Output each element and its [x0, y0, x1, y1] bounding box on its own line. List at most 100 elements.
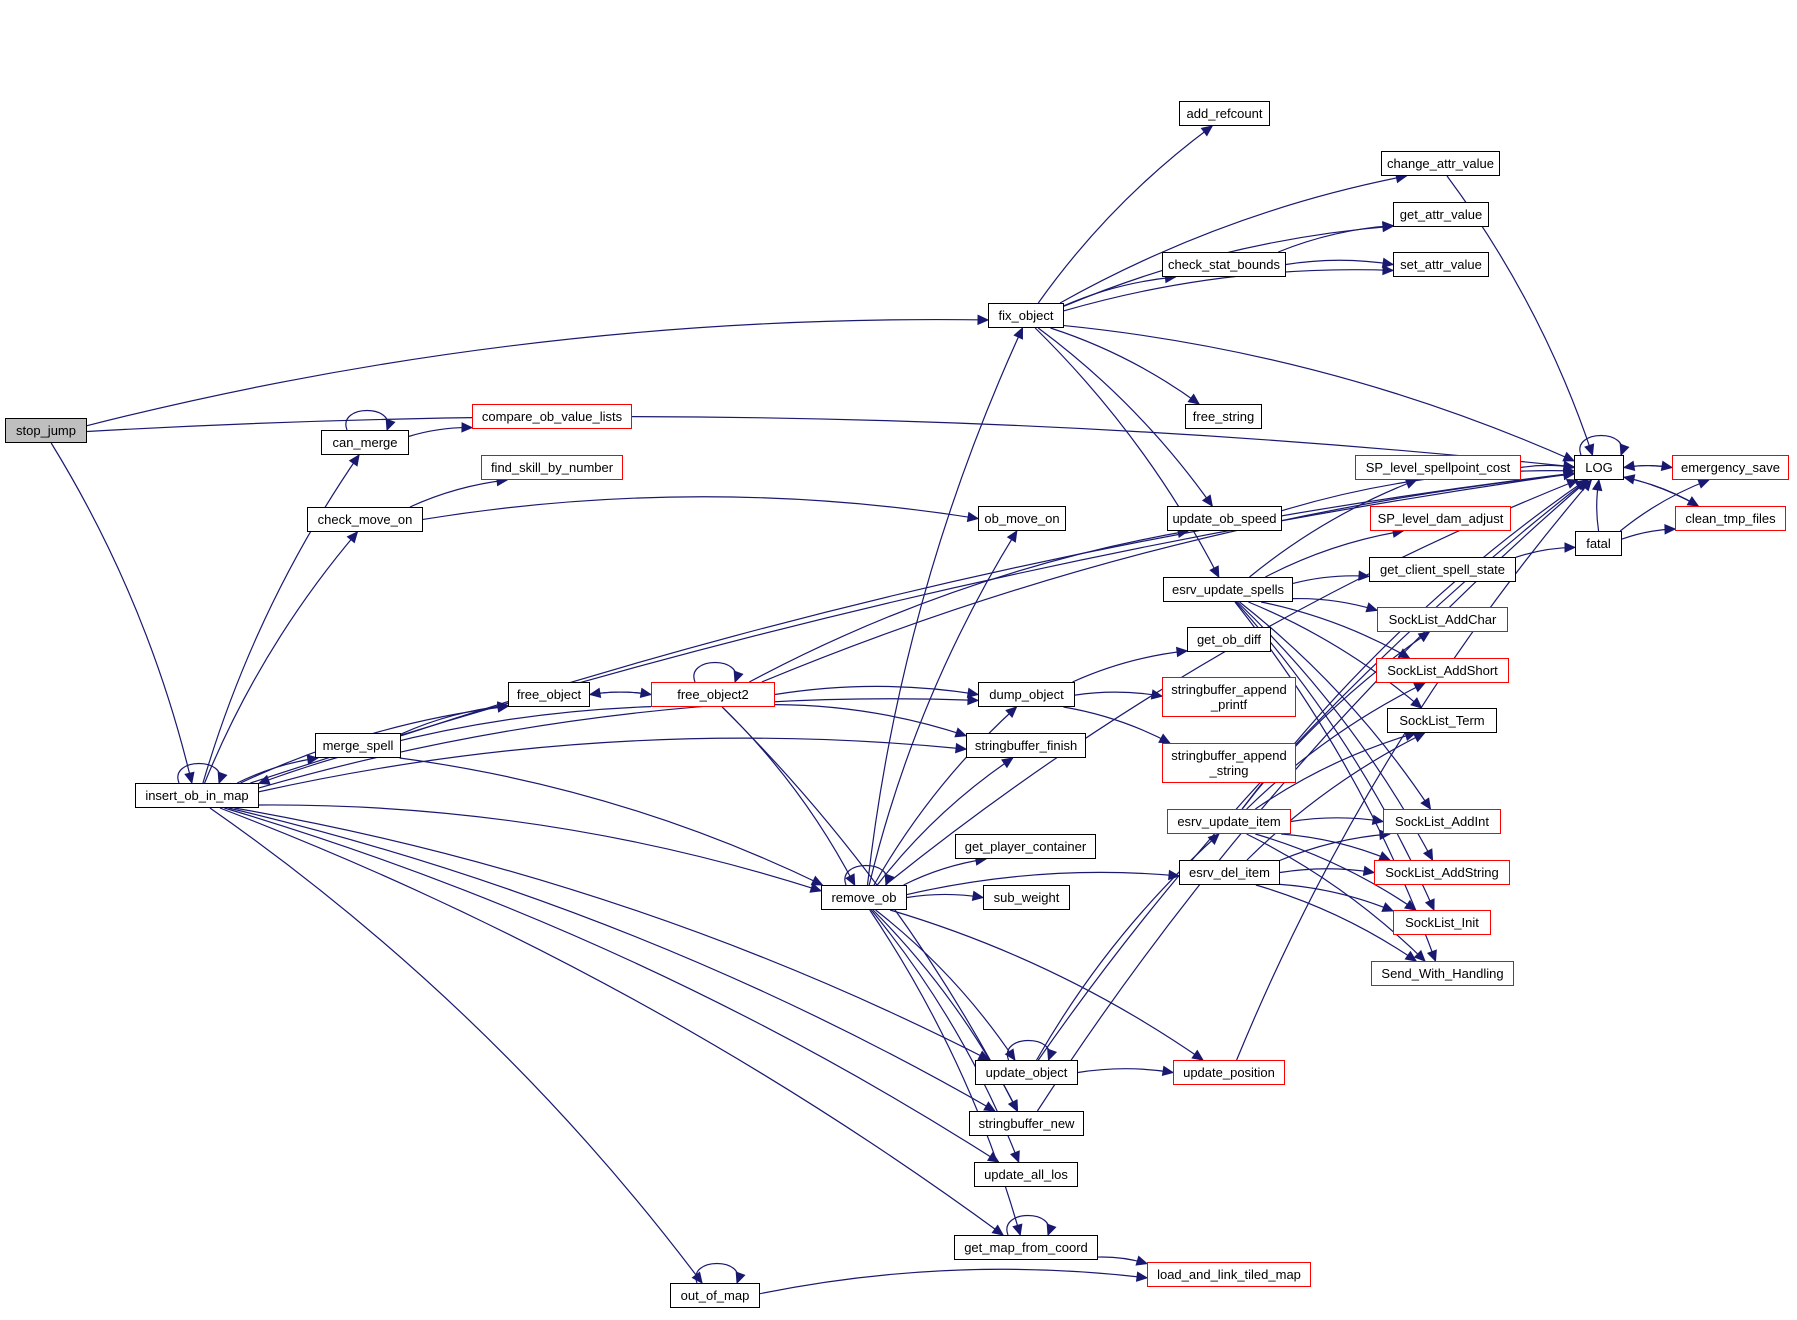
node-update-ob-speed[interactable]: update_ob_speed: [1167, 506, 1282, 531]
node-get-attr-value[interactable]: get_attr_value: [1393, 202, 1489, 227]
node-out-of-map[interactable]: out_of_map: [670, 1283, 760, 1308]
edge-fix-object-to-add-refcount-arrowhead: [1200, 125, 1214, 137]
node-update-position[interactable]: update_position: [1173, 1060, 1285, 1085]
edge-insert-ob-in-map-to-merge-spell-arrowhead: [306, 754, 319, 765]
node-fix-object[interactable]: fix_object: [988, 303, 1064, 328]
edge-insert-ob-in-map-to-check-move-on-arrowhead: [346, 531, 359, 544]
node-emergency-save[interactable]: emergency_save: [1672, 455, 1789, 480]
node-compare-ob-value-lists[interactable]: compare_ob_value_lists: [472, 404, 632, 429]
node-stringbuffer-new[interactable]: stringbuffer_new: [969, 1111, 1084, 1136]
edge-insert-ob-in-map-to-remove-ob-arrowhead: [809, 882, 823, 893]
edge-fix-object-to-set-attr-value-arrowhead: [1382, 264, 1395, 276]
edge-esrv-update-spells-to-get-client-spell-state-arrowhead: [1358, 570, 1371, 581]
edge-remove-ob-to-stringbuffer-new-arrowhead: [1008, 1099, 1019, 1113]
edge-clean-tmp-files-to-log: [1623, 476, 1699, 507]
edge-update-position-to-log-arrowhead: [1580, 479, 1593, 492]
edge-esrv-update-spells-to-sp-level-spellpoint-cost-arrowhead: [1404, 478, 1418, 489]
node-esrv-update-spells[interactable]: esrv_update_spells: [1163, 577, 1293, 602]
edge-fix-object-to-update-ob-speed-arrowhead: [1201, 494, 1213, 507]
edge-esrv-update-spells-to-socklist-addshort: [1260, 601, 1410, 659]
edge-dump-object-to-stringbuffer-append-string-arrowhead: [1158, 733, 1171, 744]
edge-esrv-del-item-to-socklist-init: [1279, 883, 1394, 912]
edge-change-attr-value-to-log-arrowhead: [1584, 443, 1595, 457]
edge-get-map-from-coord-to-load-and-link-tiled-map-arrowhead: [1135, 1255, 1149, 1266]
edge-get-client-spell-state-to-fatal-arrowhead: [1564, 542, 1577, 553]
edge-dump-object-to-stringbuffer-append-printf-arrowhead: [1150, 689, 1164, 700]
node-esrv-del-item[interactable]: esrv_del_item: [1179, 860, 1280, 885]
edge-insert-ob-in-map-to-stringbuffer-new-arrowhead: [983, 1101, 996, 1112]
edge-sp-level-spellpoint-cost-to-log-arrowhead: [1562, 460, 1576, 472]
edge-insert-ob-in-map-to-stringbuffer-new: [228, 807, 996, 1112]
node-sp-level-dam-adjust[interactable]: SP_level_dam_adjust: [1370, 506, 1511, 531]
edge-esrv-del-item-to-send-with-handling: [1255, 884, 1417, 962]
edge-remove-ob-to-sub-weight-arrowhead: [971, 890, 985, 902]
node-get-player-container[interactable]: get_player_container: [955, 834, 1096, 859]
node-can-merge[interactable]: can_merge: [321, 430, 409, 455]
edge-free-object2-to-insert-ob-in-map: [258, 706, 652, 784]
node-socklist-addint[interactable]: SockList_AddInt: [1383, 809, 1501, 834]
node-stringbuffer-finish[interactable]: stringbuffer_finish: [966, 733, 1086, 758]
node-get-client-spell-state[interactable]: get_client_spell_state: [1369, 557, 1516, 582]
node-update-all-los[interactable]: update_all_los: [974, 1162, 1078, 1187]
edge-dump-object-to-get-ob-diff-arrowhead: [1175, 646, 1189, 658]
node-free-object2[interactable]: free_object2: [651, 682, 775, 707]
node-get-map-from-coord[interactable]: get_map_from_coord: [954, 1235, 1098, 1260]
edge-esrv-update-spells-to-socklist-addstring-arrowhead: [1422, 848, 1434, 862]
node-socklist-term[interactable]: SockList_Term: [1387, 708, 1497, 733]
node-add-refcount[interactable]: add_refcount: [1179, 101, 1270, 126]
edge-fatal-to-emergency-save: [1619, 479, 1710, 532]
edge-can-merge-to-can-merge-arrowhead: [385, 418, 396, 432]
node-stringbuffer-append-string[interactable]: stringbuffer_append _string: [1162, 743, 1296, 783]
node-sub-weight[interactable]: sub_weight: [983, 885, 1070, 910]
edge-esrv-del-item-to-socklist-addint: [1279, 833, 1390, 861]
node-socklist-addshort[interactable]: SockList_AddShort: [1376, 658, 1509, 683]
edge-insert-ob-in-map-to-get-map-from-coord-arrowhead: [991, 1224, 1005, 1236]
edge-esrv-update-item-to-socklist-addchar: [1241, 631, 1430, 810]
edge-update-object-to-esrv-update-item-arrowhead: [1207, 833, 1220, 845]
node-sp-level-spellpoint-cost[interactable]: SP_level_spellpoint_cost: [1355, 455, 1521, 480]
node-clean-tmp-files[interactable]: clean_tmp_files: [1675, 506, 1786, 531]
node-update-object[interactable]: update_object: [975, 1060, 1078, 1085]
edge-esrv-update-item-to-send-with-handling-arrowhead: [1413, 949, 1426, 962]
node-fatal[interactable]: fatal: [1575, 531, 1622, 556]
node-ob-move-on[interactable]: ob_move_on: [978, 506, 1066, 531]
node-stringbuffer-append-printf[interactable]: stringbuffer_append _printf: [1162, 677, 1296, 717]
node-check-move-on[interactable]: check_move_on: [307, 507, 423, 532]
node-send-with-handling[interactable]: Send_With_Handling: [1371, 961, 1514, 986]
edge-check-move-on-to-find-skill-by-number: [409, 479, 508, 508]
edge-out-of-map-to-out-of-map: [695, 1263, 739, 1284]
edge-out-of-map-to-out-of-map-arrowhead: [735, 1271, 746, 1285]
node-dump-object[interactable]: dump_object: [978, 682, 1075, 707]
edge-esrv-update-item-to-socklist-init-arrowhead: [1403, 899, 1417, 911]
edge-fatal-to-log-arrowhead: [1591, 478, 1603, 492]
edge-remove-ob-to-get-player-container: [903, 858, 987, 886]
node-free-object[interactable]: free_object: [508, 682, 590, 707]
node-socklist-init[interactable]: SockList_Init: [1393, 910, 1491, 935]
edge-esrv-update-spells-to-sp-level-spellpoint-cost: [1249, 479, 1417, 578]
edge-check-move-on-to-ob-move-on: [422, 496, 979, 521]
edge-remove-ob-to-update-object-arrowhead: [1004, 1048, 1016, 1062]
node-set-attr-value[interactable]: set_attr_value: [1393, 252, 1489, 277]
edge-free-object2-to-stringbuffer-finish: [774, 704, 967, 737]
node-load-and-link-tiled-map[interactable]: load_and_link_tiled_map: [1147, 1262, 1311, 1287]
node-stop-jump[interactable]: stop_jump: [5, 418, 87, 443]
edge-stop-jump-to-fix-object-arrowhead: [977, 314, 990, 326]
node-esrv-update-item[interactable]: esrv_update_item: [1167, 809, 1291, 834]
node-change-attr-value[interactable]: change_attr_value: [1381, 151, 1500, 176]
node-get-ob-diff[interactable]: get_ob_diff: [1187, 627, 1271, 652]
node-log[interactable]: LOG: [1574, 455, 1624, 480]
node-remove-ob[interactable]: remove_ob: [821, 885, 907, 910]
node-free-string[interactable]: free_string: [1185, 404, 1262, 429]
edge-remove-ob-to-get-map-from-coord: [869, 909, 1021, 1236]
edge-check-stat-bounds-to-set-attr-value: [1285, 259, 1394, 266]
edge-merge-spell-to-remove-ob: [399, 757, 823, 886]
edge-dump-object-to-get-ob-diff: [1072, 650, 1188, 683]
edge-dump-object-to-stringbuffer-append-string: [1063, 706, 1171, 744]
node-insert-ob-in-map[interactable]: insert_ob_in_map: [135, 783, 259, 808]
node-merge-spell[interactable]: merge_spell: [315, 733, 401, 758]
node-check-stat-bounds[interactable]: check_stat_bounds: [1162, 252, 1286, 277]
node-find-skill-by-number[interactable]: find_skill_by_number: [481, 455, 623, 480]
node-socklist-addchar[interactable]: SockList_AddChar: [1377, 607, 1508, 632]
edge-log-to-log: [1579, 435, 1623, 456]
node-socklist-addstring[interactable]: SockList_AddString: [1374, 860, 1510, 885]
